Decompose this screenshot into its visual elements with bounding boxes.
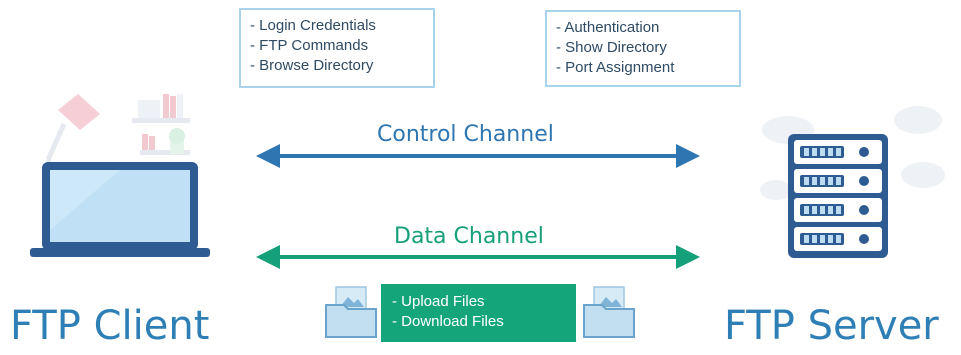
data-note-item: - Download Files xyxy=(392,313,504,330)
server-note-item: - Authentication xyxy=(556,19,660,36)
data-transfer-note: - Upload Files - Download Files xyxy=(381,284,576,342)
control-channel-label: Control Channel xyxy=(377,122,554,147)
client-commands-note: - Login Credentials - FTP Commands - Bro… xyxy=(239,8,435,88)
laptop-desk-icon xyxy=(30,94,210,257)
folder-image-icon xyxy=(325,286,377,338)
server-note-item: - Show Directory xyxy=(556,39,667,56)
server-note-item: - Port Assignment xyxy=(556,59,675,76)
ftp-client-label: FTP Client xyxy=(10,303,210,349)
client-note-item: - FTP Commands xyxy=(250,37,369,54)
folder-image-icon xyxy=(583,286,635,338)
ftp-server-label: FTP Server xyxy=(724,303,939,349)
data-note-item: - Upload Files xyxy=(392,293,485,310)
client-note-item: - Browse Directory xyxy=(250,57,374,74)
client-note-item: - Login Credentials xyxy=(250,17,376,34)
data-channel-label: Data Channel xyxy=(394,224,544,249)
server-responses-note: - Authentication - Show Directory - Port… xyxy=(545,10,741,87)
server-rack-icon xyxy=(760,106,945,258)
